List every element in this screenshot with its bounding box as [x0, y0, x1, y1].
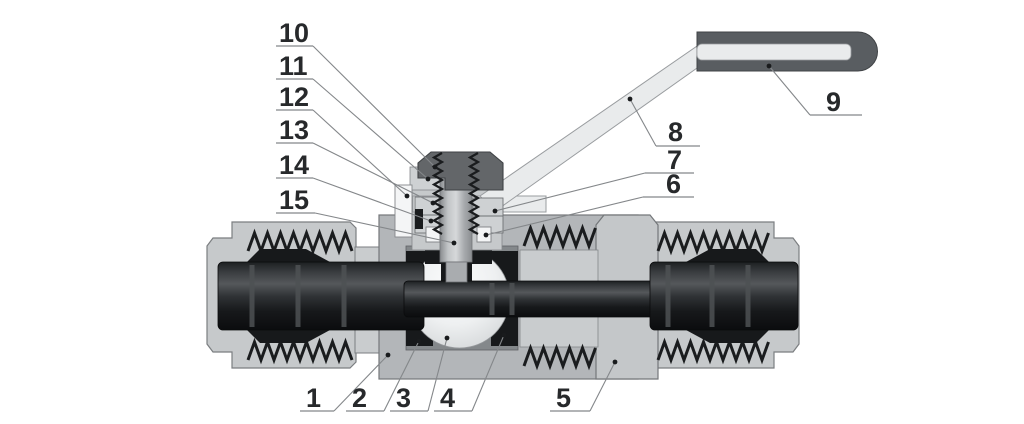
callout-label: 5 [556, 383, 571, 413]
callout-dot [444, 335, 450, 341]
callout-dot [483, 232, 489, 238]
callout-label: 6 [666, 169, 681, 199]
tube-ring-groove [745, 265, 751, 327]
tube-ring-groove [341, 265, 347, 327]
thread-zigzag [522, 343, 597, 371]
callout-leader-line [471, 334, 505, 412]
ferrules [247, 249, 769, 343]
tube-bore [403, 280, 663, 318]
callout-dot [612, 359, 618, 365]
callout-leader-line [312, 78, 429, 180]
callout-leader-line [312, 177, 432, 222]
callout-label: 12 [279, 82, 309, 112]
callout-label: 3 [396, 383, 411, 413]
callout-dot [430, 200, 436, 206]
tube-ring-groove [509, 283, 515, 315]
callout-label: 9 [826, 87, 841, 117]
callout-dot [501, 332, 507, 338]
callout-leader-line [494, 172, 646, 212]
callout-label: 4 [440, 383, 455, 413]
callout-leader-line [314, 212, 455, 244]
callout-label: 8 [668, 117, 683, 147]
front-ferrule [247, 330, 330, 343]
callout-label: 7 [667, 145, 682, 175]
handle-bar [696, 43, 852, 61]
callout-leader-line [768, 65, 811, 116]
tube-left [217, 261, 425, 331]
callout-leader-line [312, 45, 436, 168]
callout-leader-line [485, 196, 644, 236]
tube-ring-groove [489, 283, 495, 315]
callout-label: 14 [279, 150, 309, 180]
tube-rings [249, 265, 751, 327]
callout-leader-line [427, 337, 448, 412]
tube-ring-groove [249, 265, 255, 327]
thread-zigzag [522, 223, 597, 251]
callout-dot [385, 352, 391, 358]
callout-leader-line [333, 354, 389, 412]
callout-leader-line [629, 98, 657, 147]
tube-ring-groove [295, 265, 301, 327]
packing-spacer-dark [415, 209, 423, 229]
callout-dot [428, 218, 434, 224]
thread-zigzag [246, 337, 354, 365]
callout-dot [766, 63, 772, 69]
front-ferrule [686, 249, 769, 262]
callout-label: 2 [352, 383, 367, 413]
tube-ring-groove [665, 265, 671, 327]
callout-leader-line [383, 340, 420, 412]
callout-dot [627, 96, 633, 102]
callout-dot [404, 193, 410, 199]
handle-group [412, 31, 878, 213]
thread-zigzag [656, 337, 770, 365]
front-ferrule [686, 330, 769, 343]
callout-dot [451, 240, 457, 246]
callout-dot [425, 176, 431, 182]
callout-leader-line [312, 142, 434, 204]
callout-dot [492, 208, 498, 214]
callout-leader-line [589, 361, 616, 412]
callout-dot [432, 164, 438, 170]
stem-thread-zigzag [467, 152, 481, 235]
tube-ring-groove [709, 265, 715, 327]
callout-label: 10 [279, 18, 309, 48]
front-ferrule [247, 249, 330, 262]
tubing-group [217, 261, 799, 331]
stem-tenon [445, 261, 468, 283]
thread-zigzag [656, 228, 770, 256]
callout-label: 11 [279, 51, 308, 81]
tube-right [649, 261, 799, 331]
callout-label: 1 [306, 383, 321, 413]
callout-dot [416, 338, 422, 344]
callout-label: 13 [279, 115, 309, 145]
callout-label: 15 [279, 185, 309, 215]
